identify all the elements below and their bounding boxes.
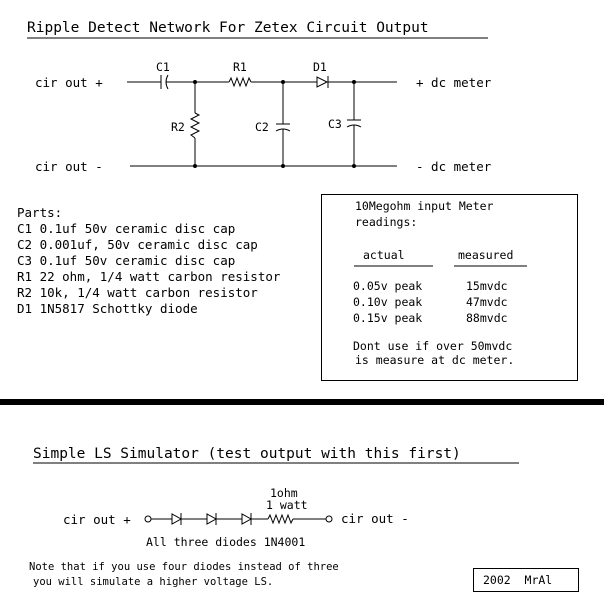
label-c1: C1 (156, 60, 170, 74)
ls-resistor-watt: 1 watt (266, 498, 308, 512)
junction-dot (281, 164, 285, 168)
parts-heading: Parts: (17, 205, 62, 220)
parts-item: C3 0.1uf 50v ceramic disc cap (17, 253, 235, 268)
parts-item: R2 10k, 1/4 watt carbon resistor (17, 285, 258, 300)
parts-item: C2 0.001uf, 50v ceramic disc cap (17, 237, 258, 252)
junction-dot (352, 164, 356, 168)
ls-title: Simple LS Simulator (test output with th… (33, 446, 461, 462)
meter-readings-box (321, 194, 578, 381)
meter-column-actual: actual (363, 248, 405, 262)
meter-row-measured: 88mvdc (466, 311, 508, 325)
meter-heading: readings: (355, 215, 417, 229)
ls-diodes-note: All three diodes 1N4001 (146, 535, 305, 549)
junction-dot (352, 80, 356, 84)
label-c3: C3 (328, 117, 342, 131)
label-d1: D1 (313, 60, 327, 74)
parts-item: D1 1N5817 Schottky diode (17, 301, 198, 316)
meter-column-measured: measured (458, 248, 513, 262)
junction-dot (193, 164, 197, 168)
d1-diode (316, 76, 329, 88)
meter-row-measured: 47mvdc (466, 295, 508, 309)
ls-footnote: you will simulate a higher voltage LS. (33, 576, 273, 588)
credit-box (473, 568, 579, 592)
label-r1: R1 (233, 60, 247, 74)
parts-item: C1 0.1uf 50v ceramic disc cap (17, 221, 235, 236)
r2-resistor (189, 112, 201, 139)
junction-dot (281, 80, 285, 84)
meter-row-measured: 15mvdc (466, 279, 508, 293)
ls-resistor-value: 1ohm (270, 486, 298, 500)
meter-row-actual: 0.05v peak (353, 279, 422, 293)
label-r2: R2 (171, 120, 185, 134)
ls-diode-3 (241, 513, 253, 525)
meter-note: Dont use if over 50mvdc (353, 339, 512, 353)
junction-dot (193, 80, 197, 84)
label-cir-out-minus: cir out - (35, 159, 103, 174)
ls-footnote: Note that if you use four diodes instead… (29, 561, 339, 573)
label-c2: C2 (255, 120, 269, 134)
meter-note: is measure at dc meter. (355, 353, 514, 367)
meter-heading: 10Megohm input Meter (355, 199, 494, 213)
parts-item: R1 22 ohm, 1/4 watt carbon resistor (17, 269, 281, 284)
meter-row-actual: 0.15v peak (353, 311, 422, 325)
ls-terminal-left (144, 515, 152, 523)
ls-label-cir-out-plus: cir out + (63, 512, 131, 527)
section-divider (0, 399, 604, 405)
label-cir-out-plus: cir out + (35, 75, 103, 90)
ls-terminal-right (325, 515, 333, 523)
label-dc-meter-minus: - dc meter (416, 159, 492, 174)
r1-resistor (228, 76, 252, 88)
label-dc-meter-plus: + dc meter (416, 75, 492, 90)
ls-diode-1 (171, 513, 183, 525)
ls-diode-2 (206, 513, 218, 525)
ls-label-cir-out-minus: cir out - (341, 511, 409, 526)
ripple-title: Ripple Detect Network For Zetex Circuit … (27, 20, 429, 36)
ls-resistor (267, 513, 294, 525)
credit-text: 2002 MrAl (483, 573, 552, 587)
meter-row-actual: 0.10v peak (353, 295, 422, 309)
